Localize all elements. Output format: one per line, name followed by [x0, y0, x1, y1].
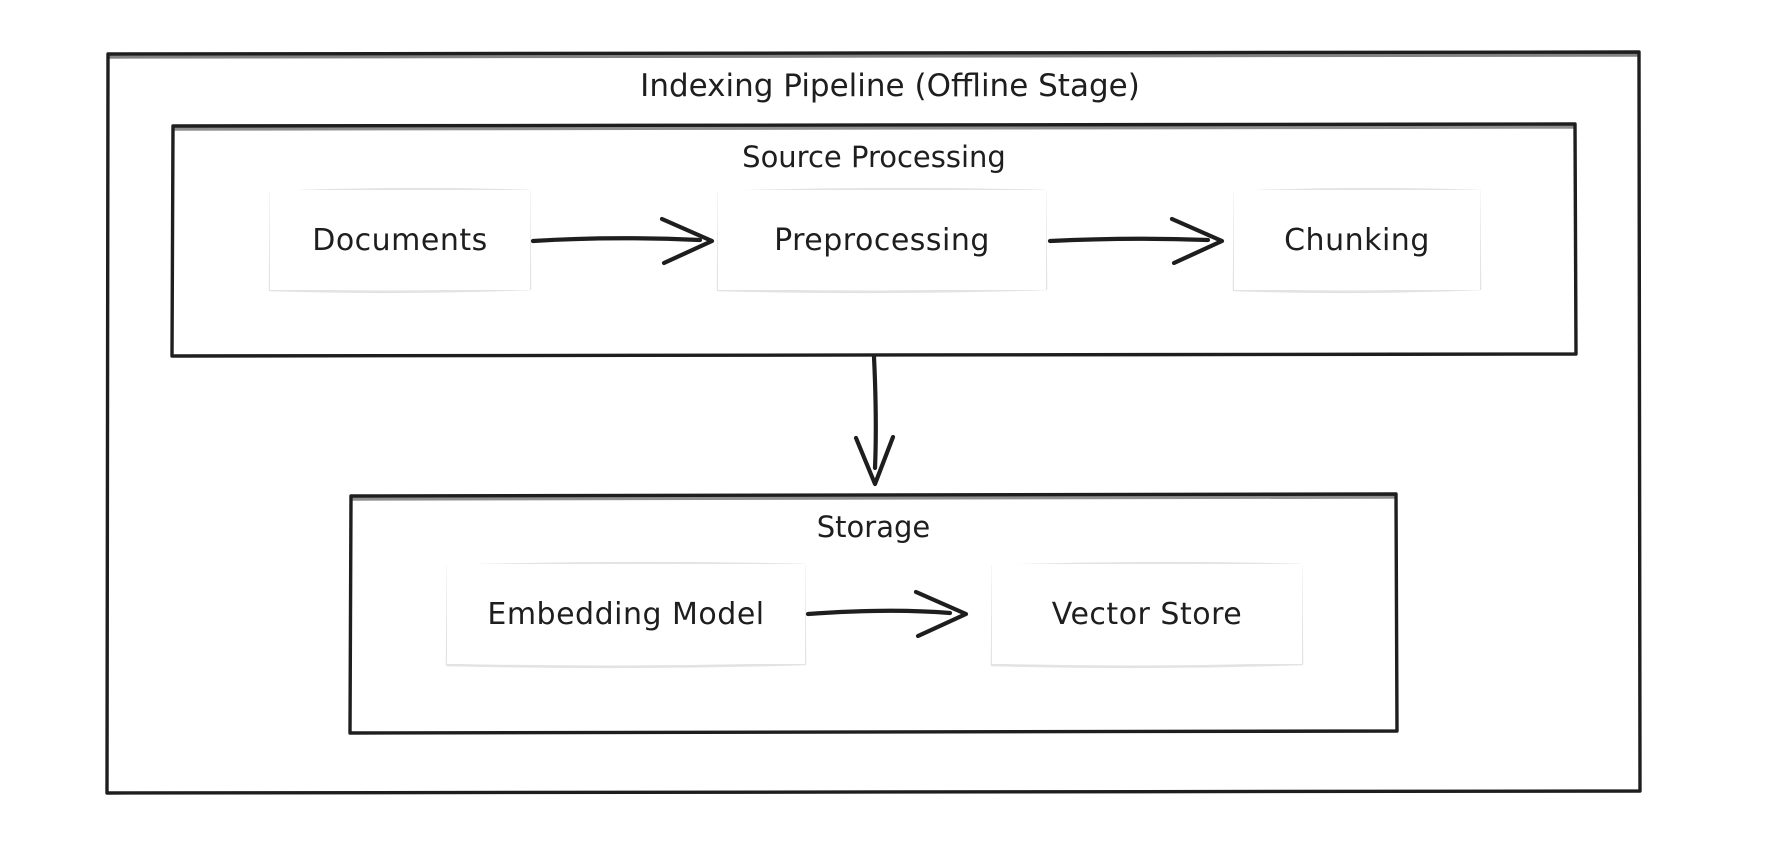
node-chunking[interactable]: Chunking [1234, 190, 1480, 290]
arrow-embedding-model-to-vector-store [805, 589, 969, 639]
node-embedding-model[interactable]: Embedding Model [447, 564, 805, 664]
node-preprocessing[interactable]: Preprocessing [718, 190, 1046, 290]
node-label-embedding-model: Embedding Model [487, 596, 765, 632]
arrow-preprocessing-to-chunking [1047, 216, 1225, 266]
node-vector-store[interactable]: Vector Store [992, 564, 1302, 664]
node-label-preprocessing: Preprocessing [774, 222, 990, 258]
arrow-documents-to-preprocessing [530, 216, 715, 266]
page-title: Indexing Pipeline (Offline Stage) [640, 68, 1140, 104]
node-label-documents: Documents [312, 222, 488, 258]
group-label-storage: Storage [816, 510, 931, 544]
node-label-vector-store: Vector Store [1051, 596, 1243, 632]
node-label-chunking: Chunking [1284, 222, 1430, 258]
group-label-source-processing: Source Processing [742, 140, 1006, 174]
node-documents[interactable]: Documents [270, 190, 530, 290]
arrow-source-processing-to-storage [853, 354, 896, 487]
